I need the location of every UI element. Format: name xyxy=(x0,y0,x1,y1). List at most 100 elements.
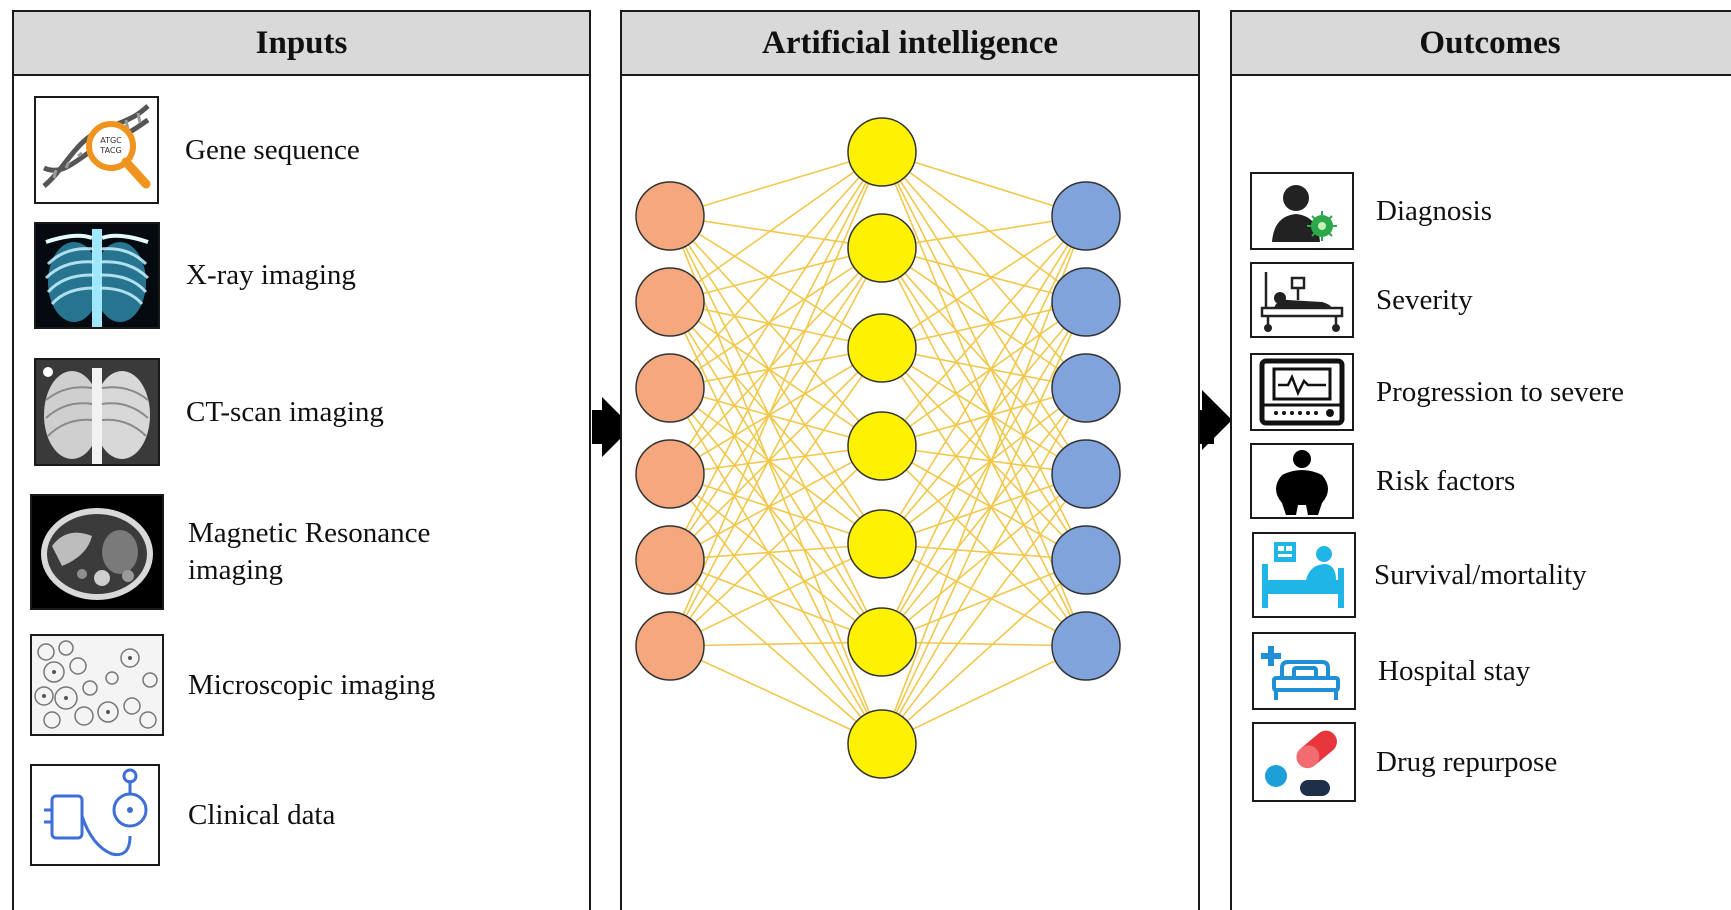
hospital-cross-bed-icon xyxy=(1252,632,1356,710)
network-edge xyxy=(881,301,1087,643)
lens-text-1: ATGC xyxy=(100,136,122,145)
network-edge xyxy=(881,559,1087,643)
network-edge xyxy=(881,473,1087,643)
input-label-mri: Magnetic Resonance imaging xyxy=(188,515,430,589)
patient-virus-icon xyxy=(1250,172,1354,250)
ai-header: Artificial intelligence xyxy=(622,12,1198,76)
input-node xyxy=(635,439,705,509)
input-node xyxy=(635,525,705,595)
hidden-node xyxy=(847,117,917,187)
network-edge xyxy=(881,247,1087,303)
input-item-mri: Magnetic Resonance imaging xyxy=(30,494,430,610)
input-label: Gene sequence xyxy=(185,133,360,166)
network-edge xyxy=(669,347,883,647)
mri-image xyxy=(30,494,164,610)
network-edge xyxy=(881,387,1087,643)
outcome-label: Severity xyxy=(1376,283,1473,316)
network-edge xyxy=(669,543,883,647)
network-edge xyxy=(669,151,883,303)
hidden-node xyxy=(847,709,917,779)
network-edge xyxy=(881,151,1087,217)
outcome-item-severity: Severity xyxy=(1250,262,1473,338)
input-item-gene-sequence: ATGC TACG Gene sequence xyxy=(34,96,360,204)
network-edge xyxy=(669,247,883,561)
dna-magnifier-icon: ATGC TACG xyxy=(34,96,159,204)
outcomes-header: Outcomes xyxy=(1232,12,1731,76)
network-edge xyxy=(881,151,1087,475)
network-edge xyxy=(669,301,883,349)
output-node xyxy=(1051,353,1121,423)
outcome-label: Hospital stay xyxy=(1378,654,1531,687)
network-edge xyxy=(881,247,1087,647)
network-edge xyxy=(669,151,883,217)
network-edge xyxy=(669,445,883,647)
network-edge xyxy=(881,347,1087,561)
network-edge xyxy=(669,215,883,349)
network-edge xyxy=(881,247,1087,561)
outcome-item-hospital-stay: Hospital stay xyxy=(1252,632,1530,710)
network-edge xyxy=(669,559,883,643)
network-edge xyxy=(669,151,883,647)
inputs-header: Inputs xyxy=(14,12,589,76)
hospital-bed-icon xyxy=(1250,262,1354,338)
network-edge xyxy=(881,301,1087,545)
microscopy-image xyxy=(30,634,164,736)
outcome-item-drug: Drug repurpose xyxy=(1252,722,1557,802)
network-edge xyxy=(881,387,1087,545)
network-edge xyxy=(669,473,883,643)
network-edge xyxy=(881,543,1087,647)
network-edge xyxy=(881,645,1087,745)
network-edge xyxy=(669,387,883,643)
input-item-microscopy: Microscopic imaging xyxy=(30,634,435,736)
input-label: CT-scan imaging xyxy=(186,395,384,428)
input-node xyxy=(635,611,705,681)
network-edge xyxy=(881,473,1087,545)
input-item-clinical: Clinical data xyxy=(30,764,335,866)
hidden-node xyxy=(847,509,917,579)
network-edge xyxy=(881,247,1087,389)
network-edge xyxy=(669,445,883,561)
network-edge xyxy=(881,151,1087,303)
network-edge xyxy=(669,387,883,447)
network-edge xyxy=(669,301,883,447)
output-node xyxy=(1051,525,1121,595)
network-edge xyxy=(669,473,883,745)
network-edge xyxy=(881,215,1087,545)
network-edge xyxy=(881,301,1087,745)
outcome-item-risk: Risk factors xyxy=(1250,443,1515,519)
network-edge xyxy=(881,151,1087,389)
network-edge xyxy=(881,301,1087,447)
outcome-label: Drug repurpose xyxy=(1376,745,1558,778)
network-edge xyxy=(669,247,883,475)
outcome-item-diagnosis: Diagnosis xyxy=(1250,172,1492,250)
mri-label-line1: Magnetic Resonance xyxy=(188,517,431,549)
network-edge xyxy=(669,641,883,647)
network-edge xyxy=(669,215,883,447)
outcome-label: Risk factors xyxy=(1376,464,1516,497)
network-edge xyxy=(669,215,883,745)
outcome-label: Survival/mortality xyxy=(1374,558,1587,591)
network-edge xyxy=(881,215,1087,349)
output-node xyxy=(1051,181,1121,251)
input-node xyxy=(635,267,705,337)
network-edge xyxy=(669,247,883,303)
network-edge xyxy=(881,387,1087,447)
network-edge xyxy=(881,301,1087,349)
output-node xyxy=(1051,439,1121,509)
network-edge xyxy=(669,387,883,745)
chest-xray-image xyxy=(34,222,160,329)
lens-text-2: TACG xyxy=(99,146,121,155)
outcome-item-progression: Progression to severe xyxy=(1250,353,1624,431)
hidden-node xyxy=(847,313,917,383)
arrow-right-icon xyxy=(1202,390,1232,450)
outcome-label: Diagnosis xyxy=(1376,194,1492,227)
input-node xyxy=(635,353,705,423)
network-edge xyxy=(881,215,1087,643)
network-edge xyxy=(669,247,883,389)
input-item-xray: X-ray imaging xyxy=(34,222,356,329)
network-edge xyxy=(881,445,1087,561)
network-edge xyxy=(669,301,883,745)
network-edge xyxy=(881,151,1087,561)
network-edge xyxy=(669,559,883,745)
network-edge xyxy=(669,301,883,545)
